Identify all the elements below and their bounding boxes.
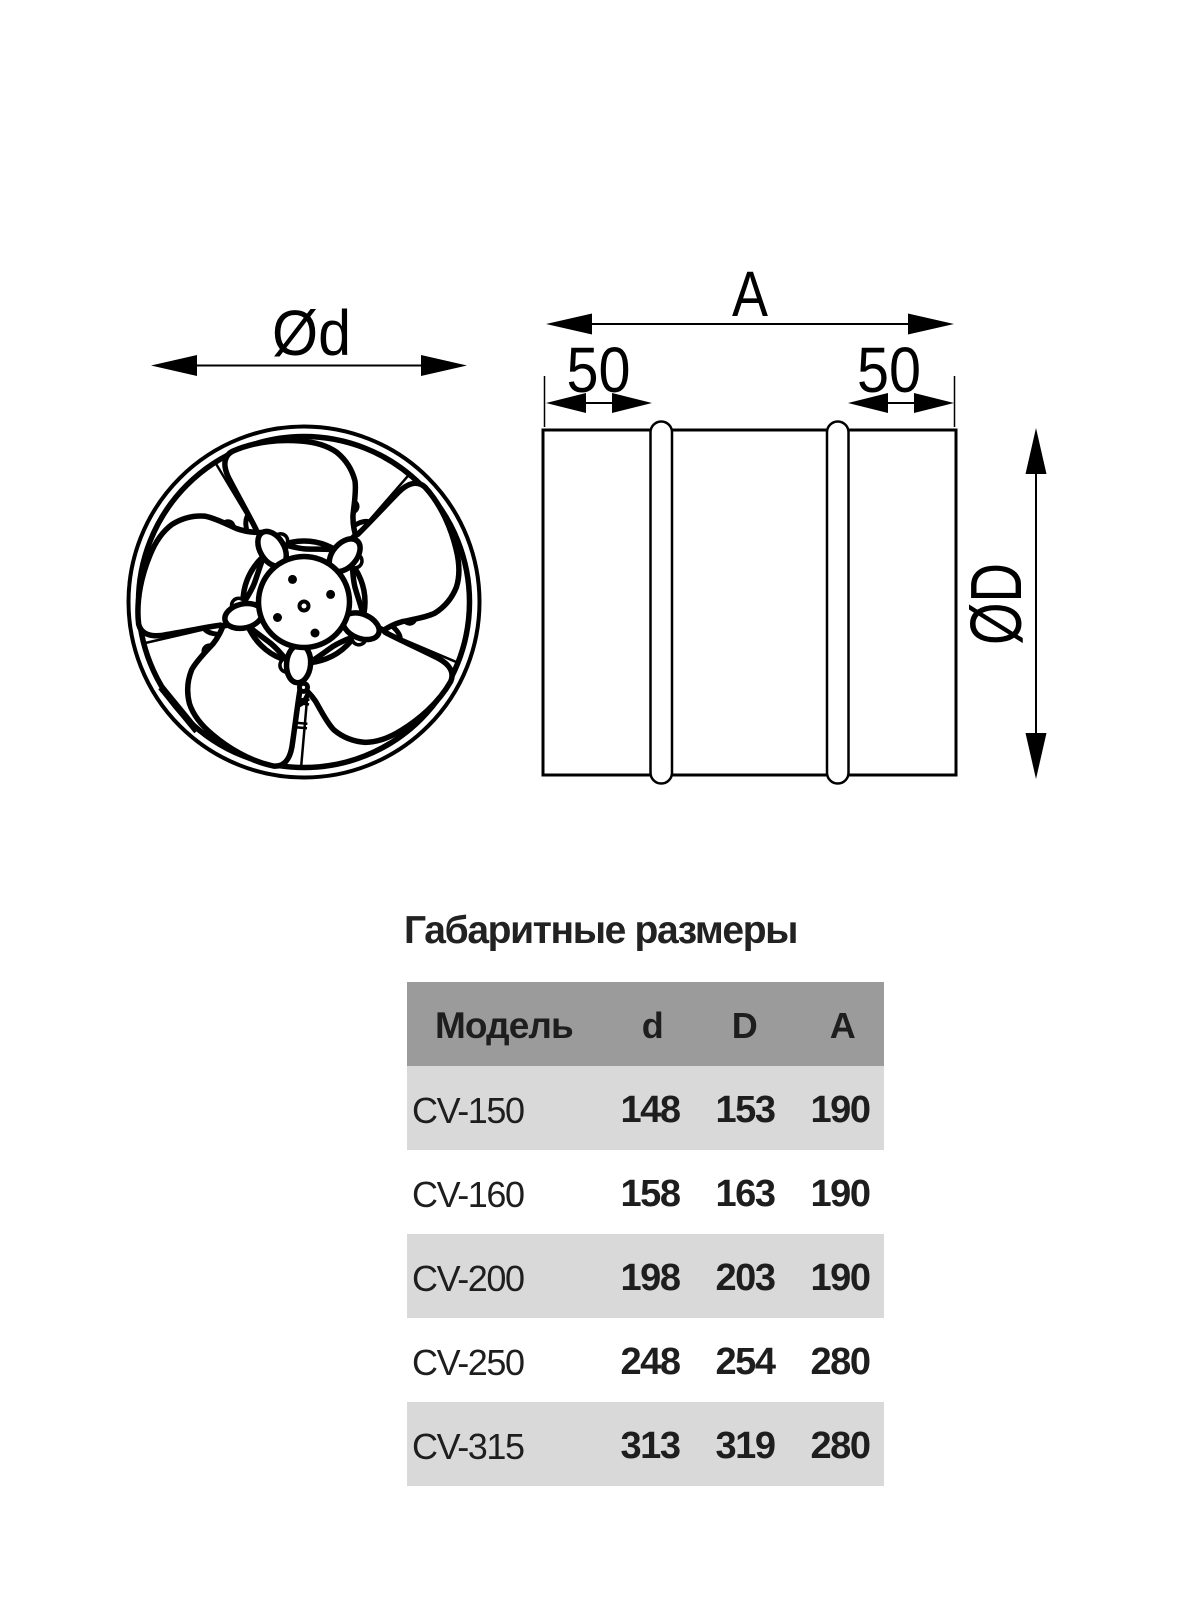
svg-text:A: A <box>732 258 768 330</box>
svg-text:Ød: Ød <box>272 297 351 369</box>
svg-text:ØD: ØD <box>957 563 1037 645</box>
svg-text:50: 50 <box>567 334 631 406</box>
svg-text:50: 50 <box>857 334 921 406</box>
